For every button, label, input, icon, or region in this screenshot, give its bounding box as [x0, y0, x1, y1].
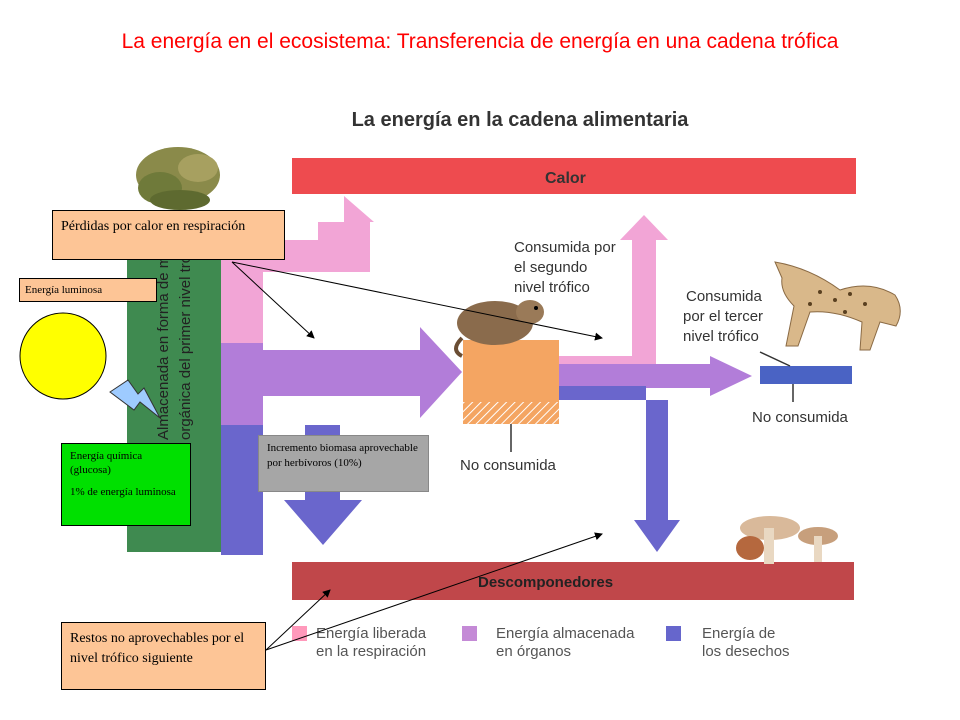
carnivore-label-line-2: por el tercer: [683, 308, 763, 325]
annotation-arrow-4: [265, 532, 603, 651]
lynx-illustration: [774, 261, 901, 351]
herbivore-label-line-2: el segundo: [514, 259, 587, 276]
plant-label-line-2: orgánica del primer nivel trófico: [177, 232, 194, 440]
annotation-arrow-1: [231, 261, 315, 339]
legend-label-3a: Energía de: [702, 625, 775, 642]
legend-swatch-waste: [666, 626, 681, 641]
legend-label-2a: Energía almacenada: [496, 625, 635, 642]
herbivore-label-line-1: Consumida por: [514, 239, 616, 256]
legend-label-1a: Energía liberada: [316, 625, 427, 642]
respiration-flow: [221, 255, 263, 343]
waste-flow: [221, 425, 263, 555]
carnivore-label-line-3: nivel trófico: [683, 328, 759, 345]
annotation-arrow-3: [265, 589, 331, 651]
heat-band-label: Calor: [545, 170, 586, 187]
legend: Energía liberada en la respiración Energ…: [292, 625, 790, 660]
figure-title: La energía en la cadena alimentaria: [352, 109, 690, 131]
percentage-text: 1% de energía luminosa: [70, 486, 176, 498]
sun-icon: [19, 312, 107, 400]
stored-flow: [221, 343, 263, 425]
chemical-energy-callout: Energía química (glucosa) 1% de energía …: [61, 443, 191, 526]
chemical-energy-text: Energía química (glucosa): [70, 450, 143, 476]
decomposers-band: [292, 562, 854, 600]
plant-to-herbivore-arrow: [263, 327, 462, 418]
herbivore-decomposer-arrow: [559, 386, 680, 552]
herbivore-heat-arrow: [559, 215, 668, 378]
no-consumida-label-2: No consumida: [752, 409, 849, 426]
remains-callout: Restos no aprovechables por el nivel tró…: [61, 622, 266, 690]
legend-label-2b: en órganos: [496, 643, 571, 660]
carnivore-block: [760, 366, 852, 384]
lightning-bolt-icon: [109, 379, 161, 419]
legend-swatch-stored: [462, 626, 477, 641]
remains-callout-text: Restos no aprovechables por el nivel tró…: [70, 631, 245, 666]
annotation-arrow-2: [231, 261, 603, 341]
biomass-increase-text: Incremento biomasa aprovechable por herb…: [267, 442, 418, 469]
heat-loss-callout: Pérdidas por calor en respiración: [52, 210, 285, 260]
light-energy-callout: Energía luminosa: [19, 278, 157, 302]
heat-loss-callout-text: Pérdidas por calor en respiración: [61, 219, 246, 234]
mushroom-illustration: [736, 516, 838, 564]
legend-label-3b: los desechos: [702, 643, 790, 660]
heat-band: [292, 158, 856, 194]
carnivore-label-line: [759, 351, 791, 367]
herbivore-block: [463, 340, 559, 402]
light-energy-callout-text: Energía luminosa: [25, 284, 103, 296]
slide-title: La energía en el ecosistema: Transferenc…: [121, 30, 839, 53]
biomass-increase-callout: Incremento biomasa aprovechable por herb…: [258, 435, 429, 492]
bush-illustration: [136, 147, 220, 210]
legend-label-1b: en la respiración: [316, 643, 426, 660]
no-consumida-label-1: No consumida: [460, 457, 557, 474]
plant-label-line-1: Almacenada en forma de materia: [155, 218, 172, 440]
herbivore-unconsumed-block: [463, 402, 559, 424]
decomposers-band-label: Descomponedores: [478, 574, 613, 591]
herbivore-label-line-3: nivel trófico: [514, 279, 590, 296]
carnivore-label-line-1: Consumida: [686, 288, 763, 305]
